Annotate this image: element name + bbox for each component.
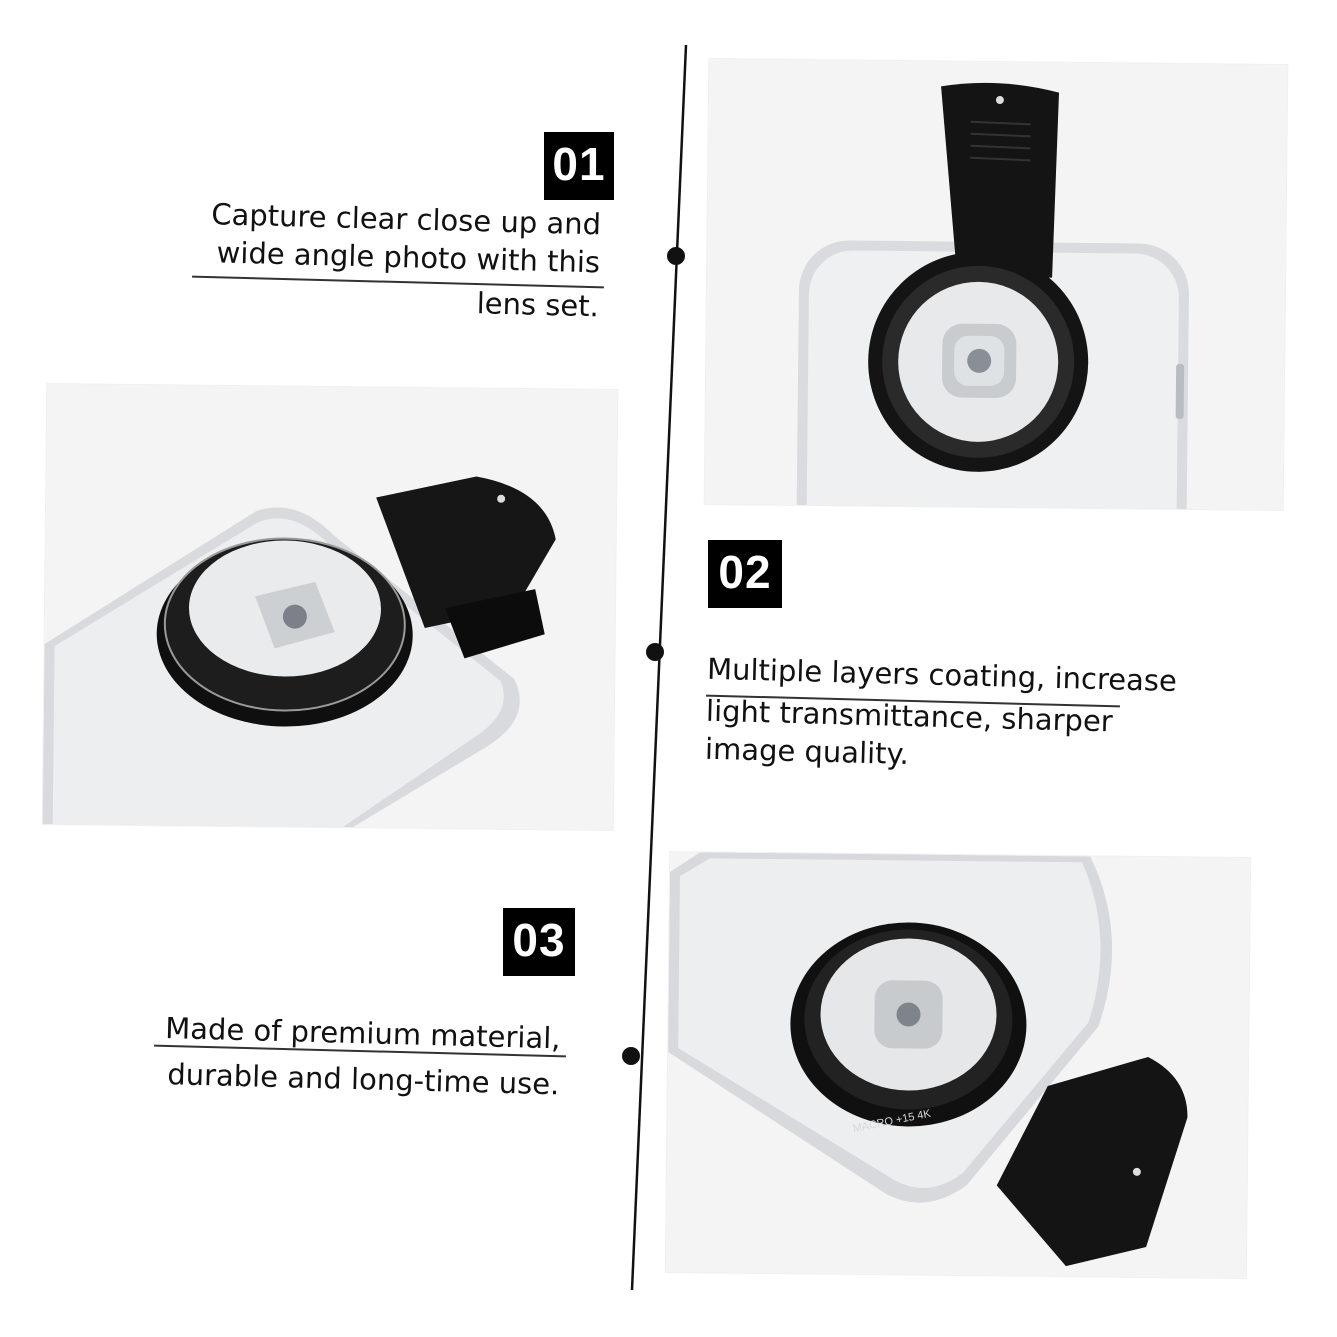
photo-lens-angled-left: [42, 384, 618, 830]
timeline-dot-1: [667, 247, 685, 265]
photo-2-illustration: [42, 384, 618, 830]
clip-jaw: [444, 589, 545, 659]
clip-arm: [941, 82, 1060, 278]
feature-1-caption: Capture clear close up and wide angle ph…: [188, 195, 602, 326]
feature-2-caption: Multiple layers coating, increase light …: [705, 650, 1188, 781]
camera-lens: [967, 348, 992, 373]
clip-hole: [995, 96, 1004, 105]
clip-arm: [996, 1056, 1188, 1267]
clip-hole: [497, 494, 506, 503]
feature-3-number: 03: [503, 908, 575, 976]
clip-hole: [1132, 1167, 1141, 1176]
timeline-dot-2: [646, 643, 664, 661]
photo-lens-on-phone-top: [704, 58, 1288, 511]
photo-3-illustration: MACRO +15 4K: [665, 851, 1251, 1279]
photo-macro-lens-bottom: MACRO +15 4K: [665, 851, 1251, 1279]
phone-button: [1175, 363, 1185, 419]
timeline-dot-3: [622, 1047, 640, 1065]
feature-1-number: 01: [544, 132, 614, 200]
photo-1-illustration: [704, 58, 1288, 511]
camera-lens: [282, 604, 307, 629]
clip-arm: [376, 476, 556, 628]
feature-2-number: 02: [708, 540, 782, 608]
camera-lens: [896, 1002, 921, 1027]
feature-3-caption: Made of premium material, durable and lo…: [149, 1009, 561, 1104]
